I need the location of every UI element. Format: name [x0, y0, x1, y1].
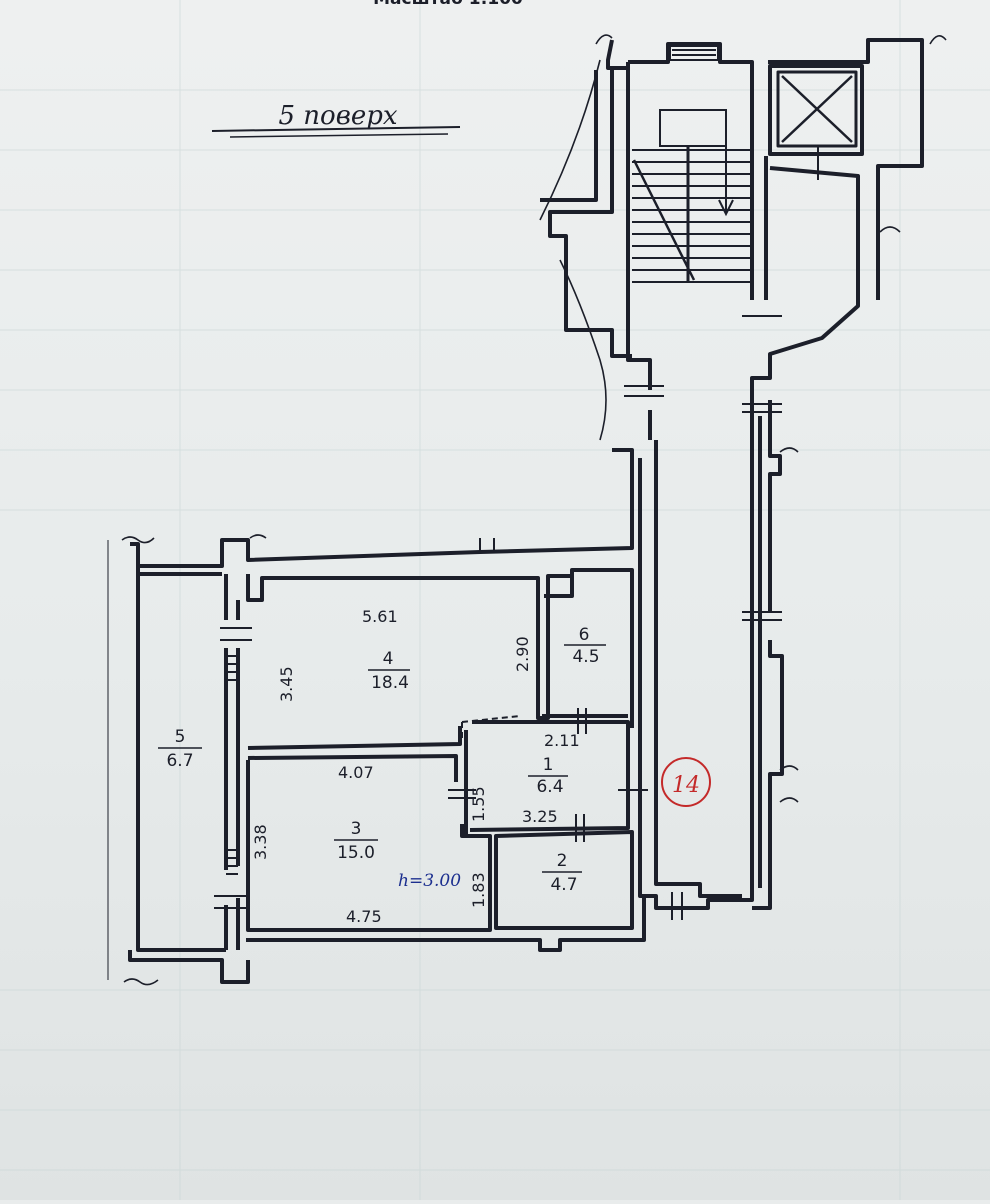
dim-room1-left: 1.55 — [469, 786, 488, 822]
room-5-area: 6.7 — [166, 751, 193, 771]
dim-room4-right: 2.90 — [513, 636, 532, 672]
room-3-area: 15.0 — [337, 843, 375, 863]
dim-room3-top: 4.07 — [338, 763, 374, 782]
ceiling-height: h=3.00 — [398, 871, 461, 891]
dim-room4-height: 3.45 — [277, 666, 296, 702]
dim-room3-bottom: 4.75 — [346, 907, 382, 926]
room-6-number: 6 — [579, 625, 590, 645]
room-1-label: 1 6.4 — [528, 755, 568, 797]
room-2-number: 2 — [557, 851, 568, 871]
floor-label-text: 5 поверх — [278, 101, 397, 131]
room-1-area: 6.4 — [536, 777, 563, 797]
dim-room1-top: 2.11 — [544, 731, 580, 750]
elevator-cross — [781, 75, 853, 143]
dim-room3-right: 1.83 — [469, 872, 488, 908]
room-2-label: 2 4.7 — [542, 851, 582, 895]
room-4-area: 18.4 — [371, 673, 409, 693]
room-6-label: 6 4.5 — [564, 625, 606, 667]
room-3-label: 3 15.0 — [334, 819, 378, 863]
dashed-partition — [461, 715, 521, 742]
break-lines — [107, 34, 947, 986]
room-4-number: 4 — [383, 649, 394, 669]
walls — [128, 38, 924, 984]
apartment-number-badge: 14 — [661, 757, 711, 807]
floor-label: 5 поверх — [211, 101, 461, 138]
staircase — [632, 45, 752, 283]
apartment-number: 14 — [672, 773, 700, 798]
dim-room4-width: 5.61 — [362, 607, 398, 626]
room-3-number: 3 — [351, 819, 362, 839]
room-5-label: 5 6.7 — [158, 727, 202, 771]
door-ticks — [214, 146, 819, 920]
room-6-area: 4.5 — [572, 647, 599, 667]
scale-title: Масштаб 1:100 — [373, 0, 523, 9]
dim-room1-bottom: 3.25 — [522, 807, 558, 826]
dimensions: 5.61 3.45 2.90 4.07 3.38 4.75 1.83 2.11 … — [251, 607, 580, 926]
room-2-area: 4.7 — [550, 875, 577, 895]
dim-room3-height: 3.38 — [251, 824, 270, 860]
room-4-label: 4 18.4 — [368, 649, 410, 693]
room-1-number: 1 — [543, 755, 554, 775]
room-5-number: 5 — [175, 727, 186, 747]
